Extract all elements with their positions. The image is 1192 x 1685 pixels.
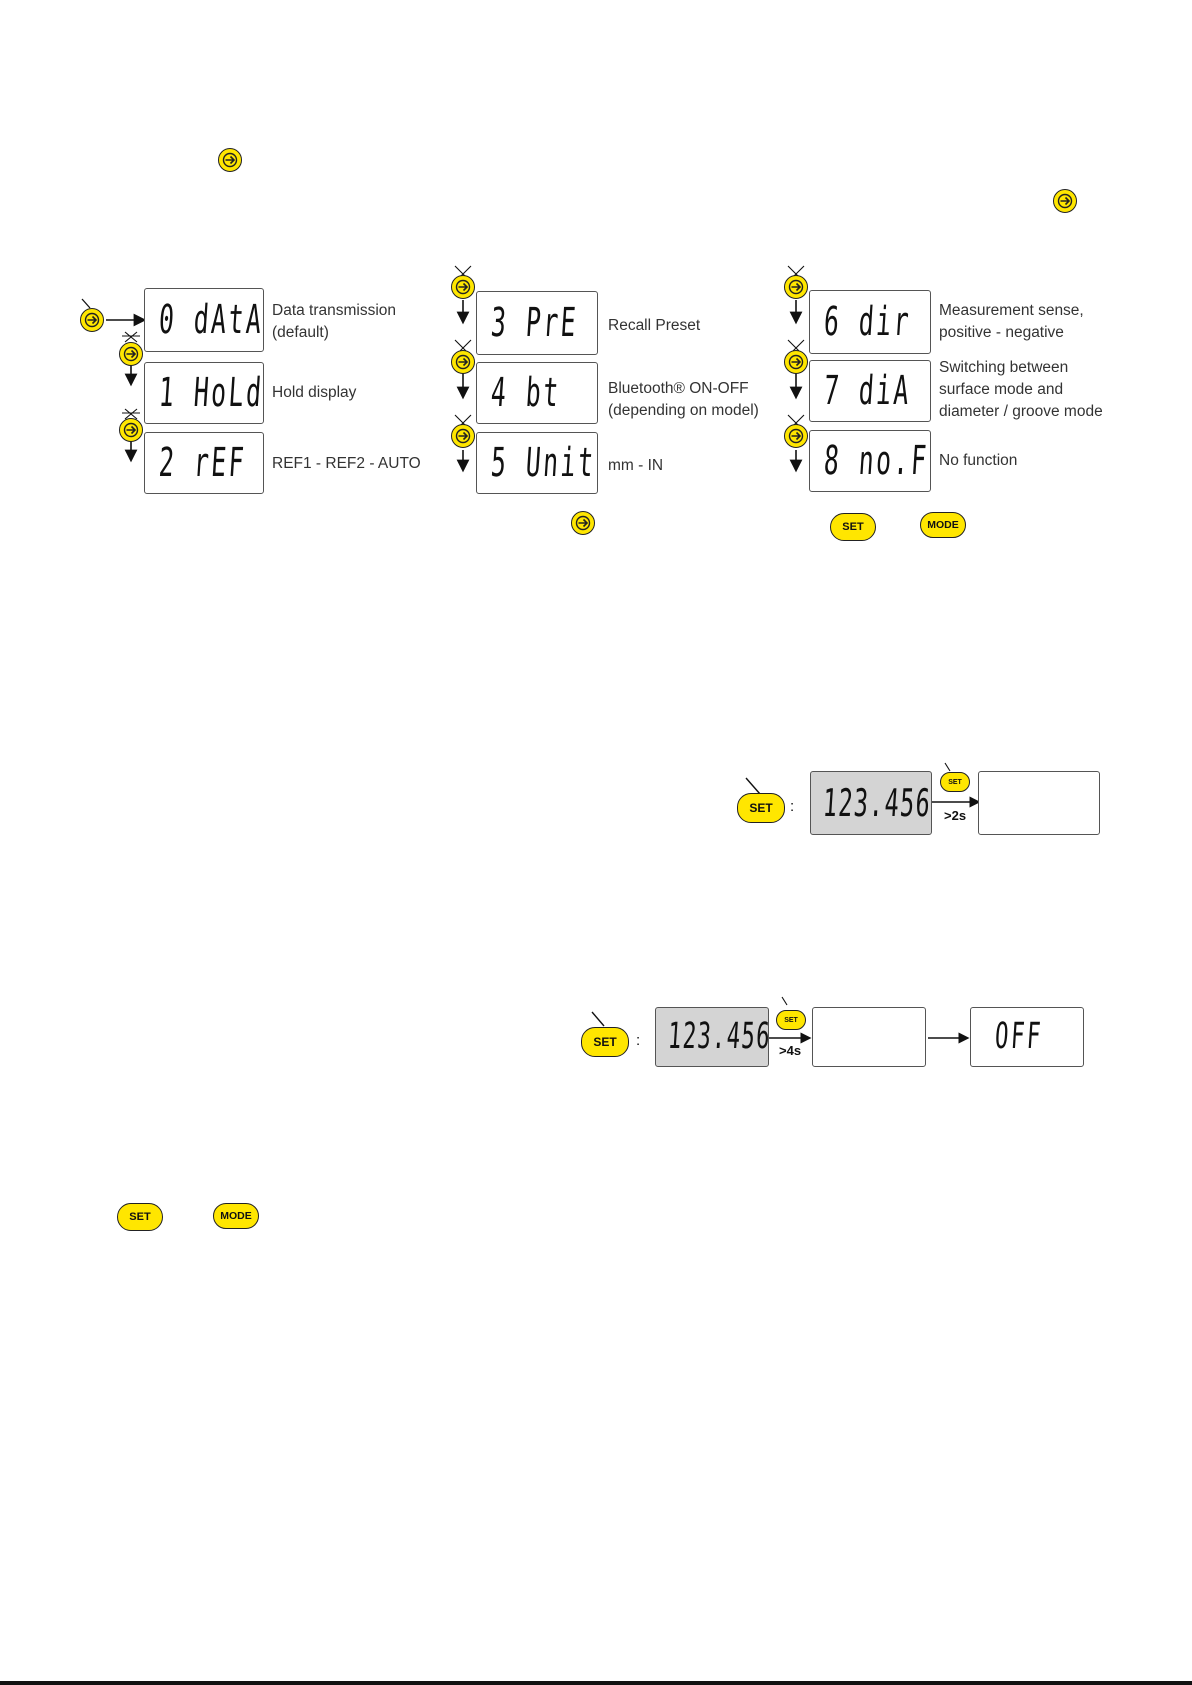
- sequence1-arrows: [591, 762, 981, 1044]
- mode-button-icon: MODE: [920, 512, 966, 538]
- menu-label-6: Measurement sense,positive - negative: [939, 302, 1084, 341]
- set-button-icon: SET: [830, 513, 876, 541]
- enter-button-icon: [218, 148, 242, 172]
- set-button-icon: SET: [117, 1203, 163, 1231]
- menu-label-5: mm - IN: [608, 457, 664, 474]
- set-button-small-icon: SET: [776, 1010, 806, 1030]
- enter-button-icon: [451, 424, 475, 448]
- enter-button-icon: [1053, 189, 1077, 213]
- menu-label-3: Recall Preset: [608, 317, 701, 334]
- enter-button-icon: [784, 424, 808, 448]
- mode-button-icon: MODE: [213, 1203, 259, 1229]
- menu-label-1: Hold display: [272, 384, 357, 401]
- enter-button-icon: [451, 350, 475, 374]
- set-button-small-icon: SET: [940, 772, 970, 792]
- menu-label-4: Bluetooth® ON-OFF(depending on model): [608, 380, 759, 419]
- lcd-menu-7: 7 diA: [809, 360, 931, 422]
- enter-button-icon: [571, 511, 595, 535]
- set-button-icon: SET: [581, 1027, 629, 1057]
- lcd-menu-4: 4 bt: [476, 362, 598, 424]
- enter-button-icon: [784, 350, 808, 374]
- set-button-icon: SET: [737, 793, 785, 823]
- duration-label: >4s: [779, 1043, 802, 1058]
- lcd-menu-2: 2 rEF: [144, 432, 264, 494]
- colon-separator: :: [790, 798, 795, 815]
- enter-button-icon: [119, 342, 143, 366]
- lcd-sequence1-display: 123.456: [810, 771, 932, 835]
- lcd-menu-8: 8 no.F: [809, 430, 931, 492]
- enter-button-icon: [119, 418, 143, 442]
- colon-separator: :: [636, 1032, 641, 1049]
- menu-label-2: REF1 - REF2 - AUTO: [272, 455, 421, 472]
- enter-button-icon: [451, 275, 475, 299]
- lcd-menu-5: 5 Unit: [476, 432, 598, 494]
- lcd-sequence2-display: 123.456: [655, 1007, 772, 1067]
- lcd-sequence2-blank: [812, 1007, 926, 1067]
- lcd-menu-0: 0 dAtA: [144, 288, 265, 352]
- lcd-menu-3: 3 PrE: [476, 291, 598, 355]
- lcd-sequence2-off: OFF: [970, 1007, 1084, 1067]
- enter-button-icon: [80, 308, 104, 332]
- lcd-menu-1: 1 HoLd: [144, 362, 265, 424]
- page-bottom-border: [0, 1681, 1192, 1685]
- lcd-sequence1-blank: [978, 771, 1100, 835]
- enter-button-icon: [784, 275, 808, 299]
- lcd-menu-6: 6 dir: [809, 290, 931, 354]
- menu-label-8: No function: [939, 452, 1018, 469]
- duration-label: >2s: [944, 808, 967, 823]
- menu-label-0: Data transmission(default): [272, 302, 397, 341]
